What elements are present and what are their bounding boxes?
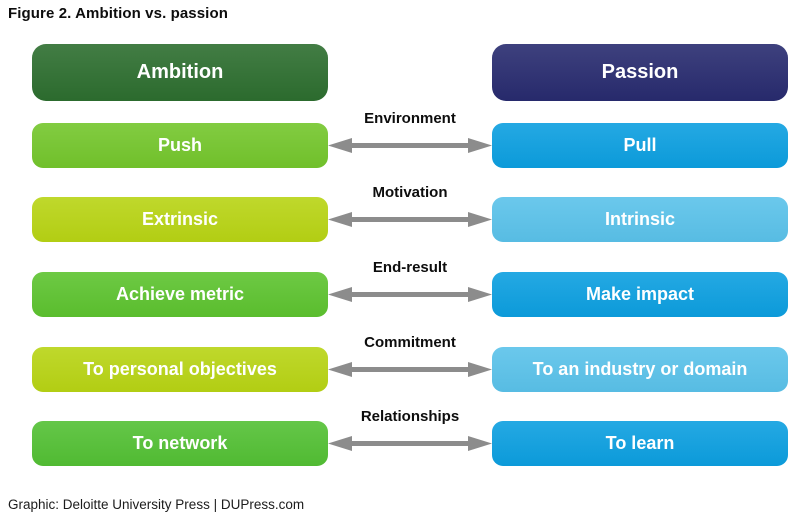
arrow-head-right (468, 287, 492, 302)
double-arrow-icon (328, 138, 492, 153)
arrow-shaft (352, 217, 468, 222)
passion-item-label: Intrinsic (604, 209, 675, 229)
dimension-label: Commitment (364, 334, 456, 351)
ambition-item-label: Extrinsic (141, 209, 219, 229)
dimension-connector: Relationships (328, 408, 492, 451)
passion-item-label: To learn (605, 433, 675, 453)
dimension-label: End-result (372, 259, 448, 276)
arrow-head-left (328, 287, 352, 302)
double-arrow-icon (328, 212, 492, 227)
passion-item-label: To an industry or domain (532, 359, 748, 379)
arrow-shaft (352, 143, 468, 148)
arrow-head-right (468, 436, 492, 451)
ambition-item-label: Achieve metric (115, 284, 245, 304)
ambition-item-box: Achieve metric (32, 272, 328, 317)
arrow-head-right (468, 362, 492, 377)
arrow-shaft (352, 292, 468, 297)
dimension-connector: End-result (328, 259, 492, 302)
passion-item-label: Make impact (585, 284, 695, 304)
arrow-shaft (352, 441, 468, 446)
arrow-shaft (352, 367, 468, 372)
credit-line: Graphic: Deloitte University Press | DUP… (8, 497, 305, 512)
ambition-item-label: To personal objectives (83, 359, 277, 379)
ambition-item-label: To network (132, 433, 228, 453)
dimension-connector: Motivation (328, 184, 492, 227)
arrow-head-left (328, 138, 352, 153)
dimension-connector: Commitment (328, 334, 492, 377)
passion-item-box: To an industry or domain (492, 347, 788, 392)
passion-header-label: Passion (601, 61, 679, 83)
arrow-head-right (468, 212, 492, 227)
ambition-item-box: Extrinsic (32, 197, 328, 242)
ambition-item-box: Push (32, 123, 328, 168)
dimension-label: Environment (364, 110, 456, 127)
ambition-item-label: Push (157, 135, 202, 155)
arrow-head-left (328, 436, 352, 451)
ambition-item-box: To personal objectives (32, 347, 328, 392)
dimension-label: Relationships (360, 408, 460, 425)
double-arrow-icon (328, 287, 492, 302)
ambition-header-label: Ambition (136, 61, 224, 83)
arrow-head-right (468, 138, 492, 153)
dimension-label: Motivation (372, 184, 448, 201)
passion-item-label: Pull (623, 135, 657, 155)
ambition-item-box: To network (32, 421, 328, 466)
passion-item-box: Pull (492, 123, 788, 168)
dimension-connector: Environment (328, 110, 492, 153)
passion-item-box: To learn (492, 421, 788, 466)
passion-header-box: Passion (492, 44, 788, 101)
ambition-header-box: Ambition (32, 44, 328, 101)
figure-title: Figure 2. Ambition vs. passion (8, 5, 228, 22)
passion-item-box: Intrinsic (492, 197, 788, 242)
passion-item-box: Make impact (492, 272, 788, 317)
arrow-head-left (328, 362, 352, 377)
arrow-head-left (328, 212, 352, 227)
double-arrow-icon (328, 436, 492, 451)
double-arrow-icon (328, 362, 492, 377)
